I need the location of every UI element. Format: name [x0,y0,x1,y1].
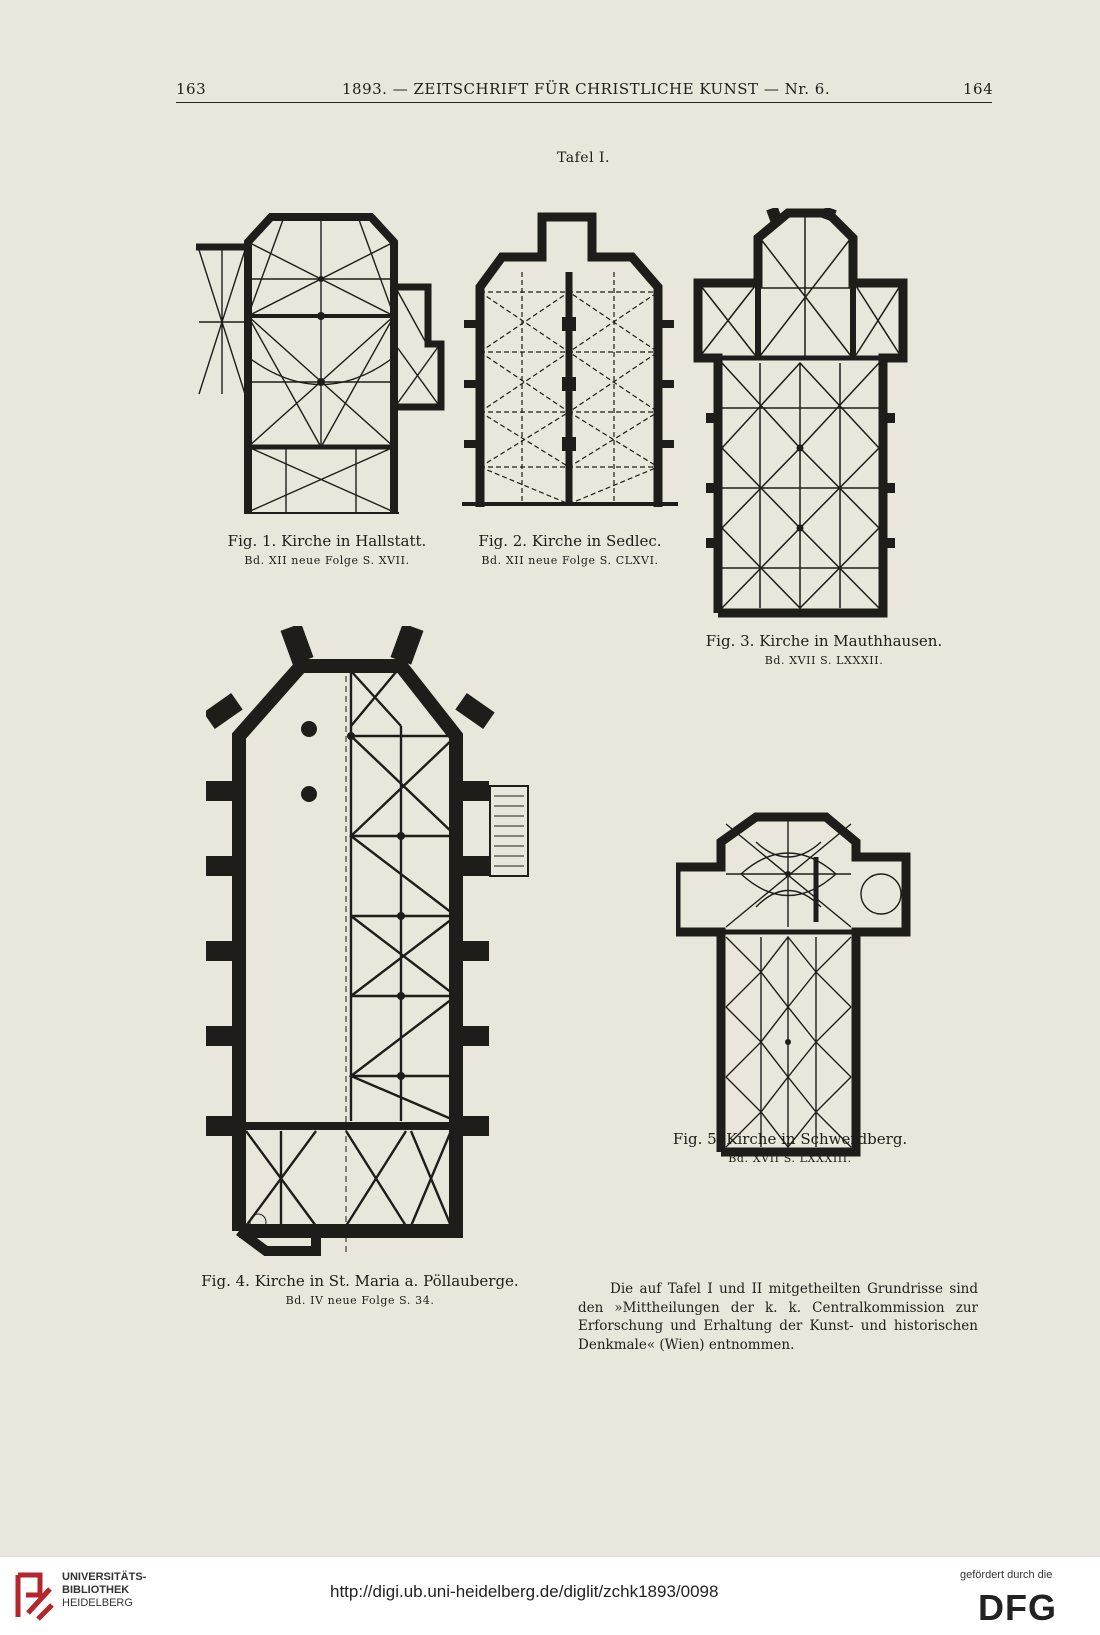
floor-plan-fig3 [688,208,916,628]
library-name-line: UNIVERSITÄTS- [62,1571,147,1583]
figure-caption-1: Fig. 1. Kirche in Hallstatt. Bd. XII neu… [196,532,458,570]
figure-title: Fig. 4. Kirche in St. Maria a. Pöllauber… [201,1272,519,1290]
figure-reference: Bd. XII neue Folge S. CLXVI. [481,554,659,567]
plate-title: Tafel I. [557,150,610,166]
figure-caption-3: Fig. 3. Kirche in Mauthhausen. Bd. XVII … [688,632,960,670]
figure-title: Fig. 1. Kirche in Hallstatt. [227,532,427,550]
library-name-line: HEIDELBERG [62,1597,133,1609]
footer-bar: UNIVERSITÄTS- BIBLIOTHEK HEIDELBERG http… [0,1556,1100,1635]
header-rule [176,102,992,103]
floor-plan-fig2 [462,212,678,512]
library-name: UNIVERSITÄTS- BIBLIOTHEK HEIDELBERG [62,1571,146,1610]
figure-title: Fig. 3. Kirche in Mauthhausen. [705,632,943,650]
page-number-left: 163 [176,80,207,98]
figure-reference: Bd. XVII S. LXXXII. [764,654,884,667]
figure-caption-5: Fig. 5. Kirche in Schwerdberg. Bd. XVII … [650,1130,930,1168]
figure-reference: Bd. XVII S. LXXXIII. [728,1152,852,1165]
scanned-page: 163 1893. — ZEITSCHRIFT FÜR CHRISTLICHE … [0,0,1100,1556]
figure-title: Fig. 5. Kirche in Schwerdberg. [672,1130,908,1148]
running-title: 1893. — ZEITSCHRIFT FÜR CHRISTLICHE KUNS… [342,80,831,98]
floor-plan-fig1 [196,212,458,514]
dfg-logo: DFG [978,1587,1057,1628]
figure-caption-4: Fig. 4. Kirche in St. Maria a. Pöllauber… [180,1272,540,1310]
floor-plan-fig5 [676,812,928,1160]
university-library-logo-icon [15,1572,54,1621]
figure-title: Fig. 2. Kirche in Sedlec. [478,532,662,550]
figure-caption-2: Fig. 2. Kirche in Sedlec. Bd. XII neue F… [462,532,678,570]
document-url-link[interactable]: http://digi.ub.uni-heidelberg.de/diglit/… [330,1582,719,1601]
library-name-line: BIBLIOTHEK [62,1584,130,1596]
source-note: Die auf Tafel I und II mitgetheilten Gru… [578,1281,978,1353]
figure-reference: Bd. IV neue Folge S. 34. [285,1294,435,1307]
funding-note: gefördert durch die [960,1569,1053,1581]
floor-plan-fig4 [206,626,529,1266]
page-number-right: 164 [963,80,994,98]
figure-reference: Bd. XII neue Folge S. XVII. [244,554,410,567]
